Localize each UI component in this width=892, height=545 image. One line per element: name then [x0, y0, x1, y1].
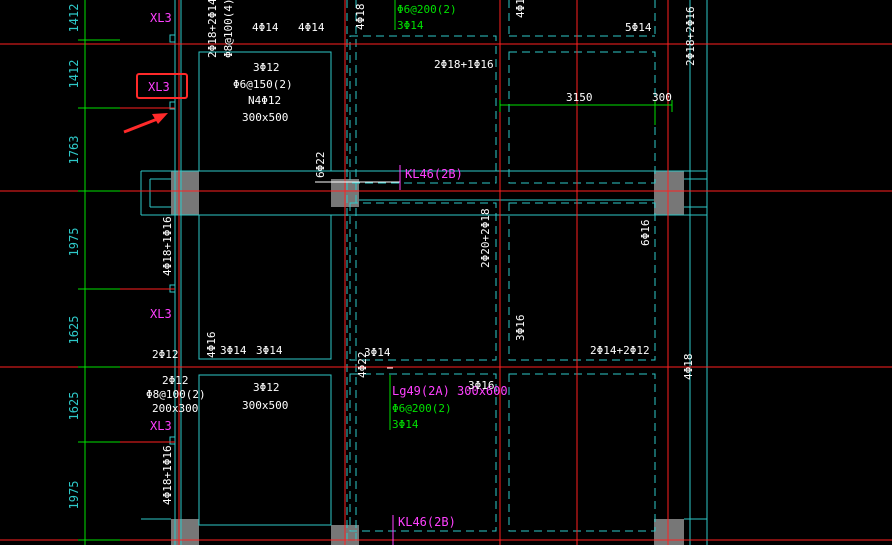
rebar-text: 3150	[566, 91, 593, 104]
dim-text: 1625	[67, 392, 81, 421]
highlight-box	[136, 73, 188, 99]
beam-label-xl3[interactable]: XL3	[150, 307, 172, 321]
columns	[171, 171, 684, 545]
dim-text: 1763	[67, 136, 81, 165]
column[interactable]	[171, 171, 199, 215]
rebar-text: 2Φ12	[152, 348, 179, 361]
beam-label-xl3[interactable]: XL3	[148, 80, 170, 94]
rebar-text: 300x500	[242, 399, 288, 412]
rebar-text: 4Φ14	[252, 21, 279, 34]
rebar-text: 3Φ16	[514, 315, 527, 342]
rebar-text: 3Φ14	[220, 344, 247, 357]
column[interactable]	[654, 171, 684, 215]
rebar-text: 200x300	[152, 402, 198, 415]
rebar-text: 4Φ18	[682, 354, 695, 381]
beam-label-xl3[interactable]: XL3	[150, 11, 172, 25]
rebar-text: 4Φ18+1Φ16	[161, 445, 174, 505]
rebar-text: Φ8@100(4)	[222, 0, 235, 58]
beam-outlines	[140, 0, 708, 545]
dim-text: 1412	[67, 60, 81, 89]
rebar-text: 3Φ14	[364, 346, 391, 359]
rebar-text: 2Φ18+2Φ14	[206, 0, 219, 58]
stirrup-text: 3Φ14	[397, 19, 424, 32]
rebar-text: 300x500	[242, 111, 288, 124]
rebar-text: 4Φ22	[356, 352, 369, 379]
rebar-text: 6Φ22	[314, 152, 327, 179]
rebar-text: Φ8@100(2)	[146, 388, 206, 401]
rebar-text: 4Φ14	[298, 21, 325, 34]
dimension-lines	[78, 0, 673, 545]
rebar-text: 2Φ12	[162, 374, 189, 387]
rebar-text: 4Φ18+1Φ16	[161, 216, 174, 276]
rebar-text: 4Φ16	[205, 332, 218, 359]
column[interactable]	[171, 519, 199, 545]
stirrup-labels: Φ6@200(2) 3Φ14 Φ6@200(2) 3Φ14	[392, 3, 457, 431]
rebar-text: N4Φ12	[248, 94, 281, 107]
rebar-text: 3Φ14	[256, 344, 283, 357]
rebar-text: 4Φ18	[514, 0, 527, 18]
beam-label-kl46[interactable]: KL46(2B)	[405, 167, 463, 181]
rebar-text: 2Φ18+2Φ16	[684, 6, 697, 66]
rebar-text: 4Φ18	[354, 4, 367, 31]
column[interactable]	[654, 519, 684, 545]
rebar-text: 3Φ12	[253, 381, 280, 394]
stirrup-text: 3Φ14	[392, 418, 419, 431]
rebar-text: 5Φ14	[625, 21, 652, 34]
rebar-text: 2Φ20+2Φ18	[479, 208, 492, 268]
dim-text: 1975	[67, 228, 81, 257]
rebar-text: 6Φ16	[639, 220, 652, 247]
rebar-text: 3Φ12	[253, 61, 280, 74]
leaders	[315, 181, 400, 369]
dim-text: 1625	[67, 316, 81, 345]
dimension-texts: 1412 1412 1763 1975 1625 1625 1975	[67, 4, 81, 510]
stirrup-text: Φ6@200(2)	[397, 3, 457, 16]
rebar-text: 2Φ14+2Φ12	[590, 344, 650, 357]
beam-label-kl46[interactable]: KL46(2B)	[398, 515, 456, 529]
arrow-icon	[123, 113, 168, 134]
rebar-text: 300	[652, 91, 672, 104]
hidden-beam-lines	[346, 0, 656, 545]
rebar-text: Φ6@150(2)	[233, 78, 293, 91]
dim-text: 1975	[67, 481, 81, 510]
stirrup-text: Φ6@200(2)	[392, 402, 452, 415]
xl3-labels: XL3 XL3 XL3 XL3 KL46(2B) KL46(2B) Lg49(2…	[148, 11, 508, 529]
beam-label-lg49[interactable]: Lg49(2A) 300x600	[392, 384, 508, 398]
rebar-labels: 2Φ18+2Φ14 Φ8@100(4) 4Φ14 4Φ14 4Φ18 4Φ18 …	[146, 0, 697, 505]
beam-label-xl3[interactable]: XL3	[150, 419, 172, 433]
rebar-text: 2Φ18+1Φ16	[434, 58, 494, 71]
dim-text: 1412	[67, 4, 81, 33]
rebar-text: 3Φ16	[468, 379, 495, 392]
